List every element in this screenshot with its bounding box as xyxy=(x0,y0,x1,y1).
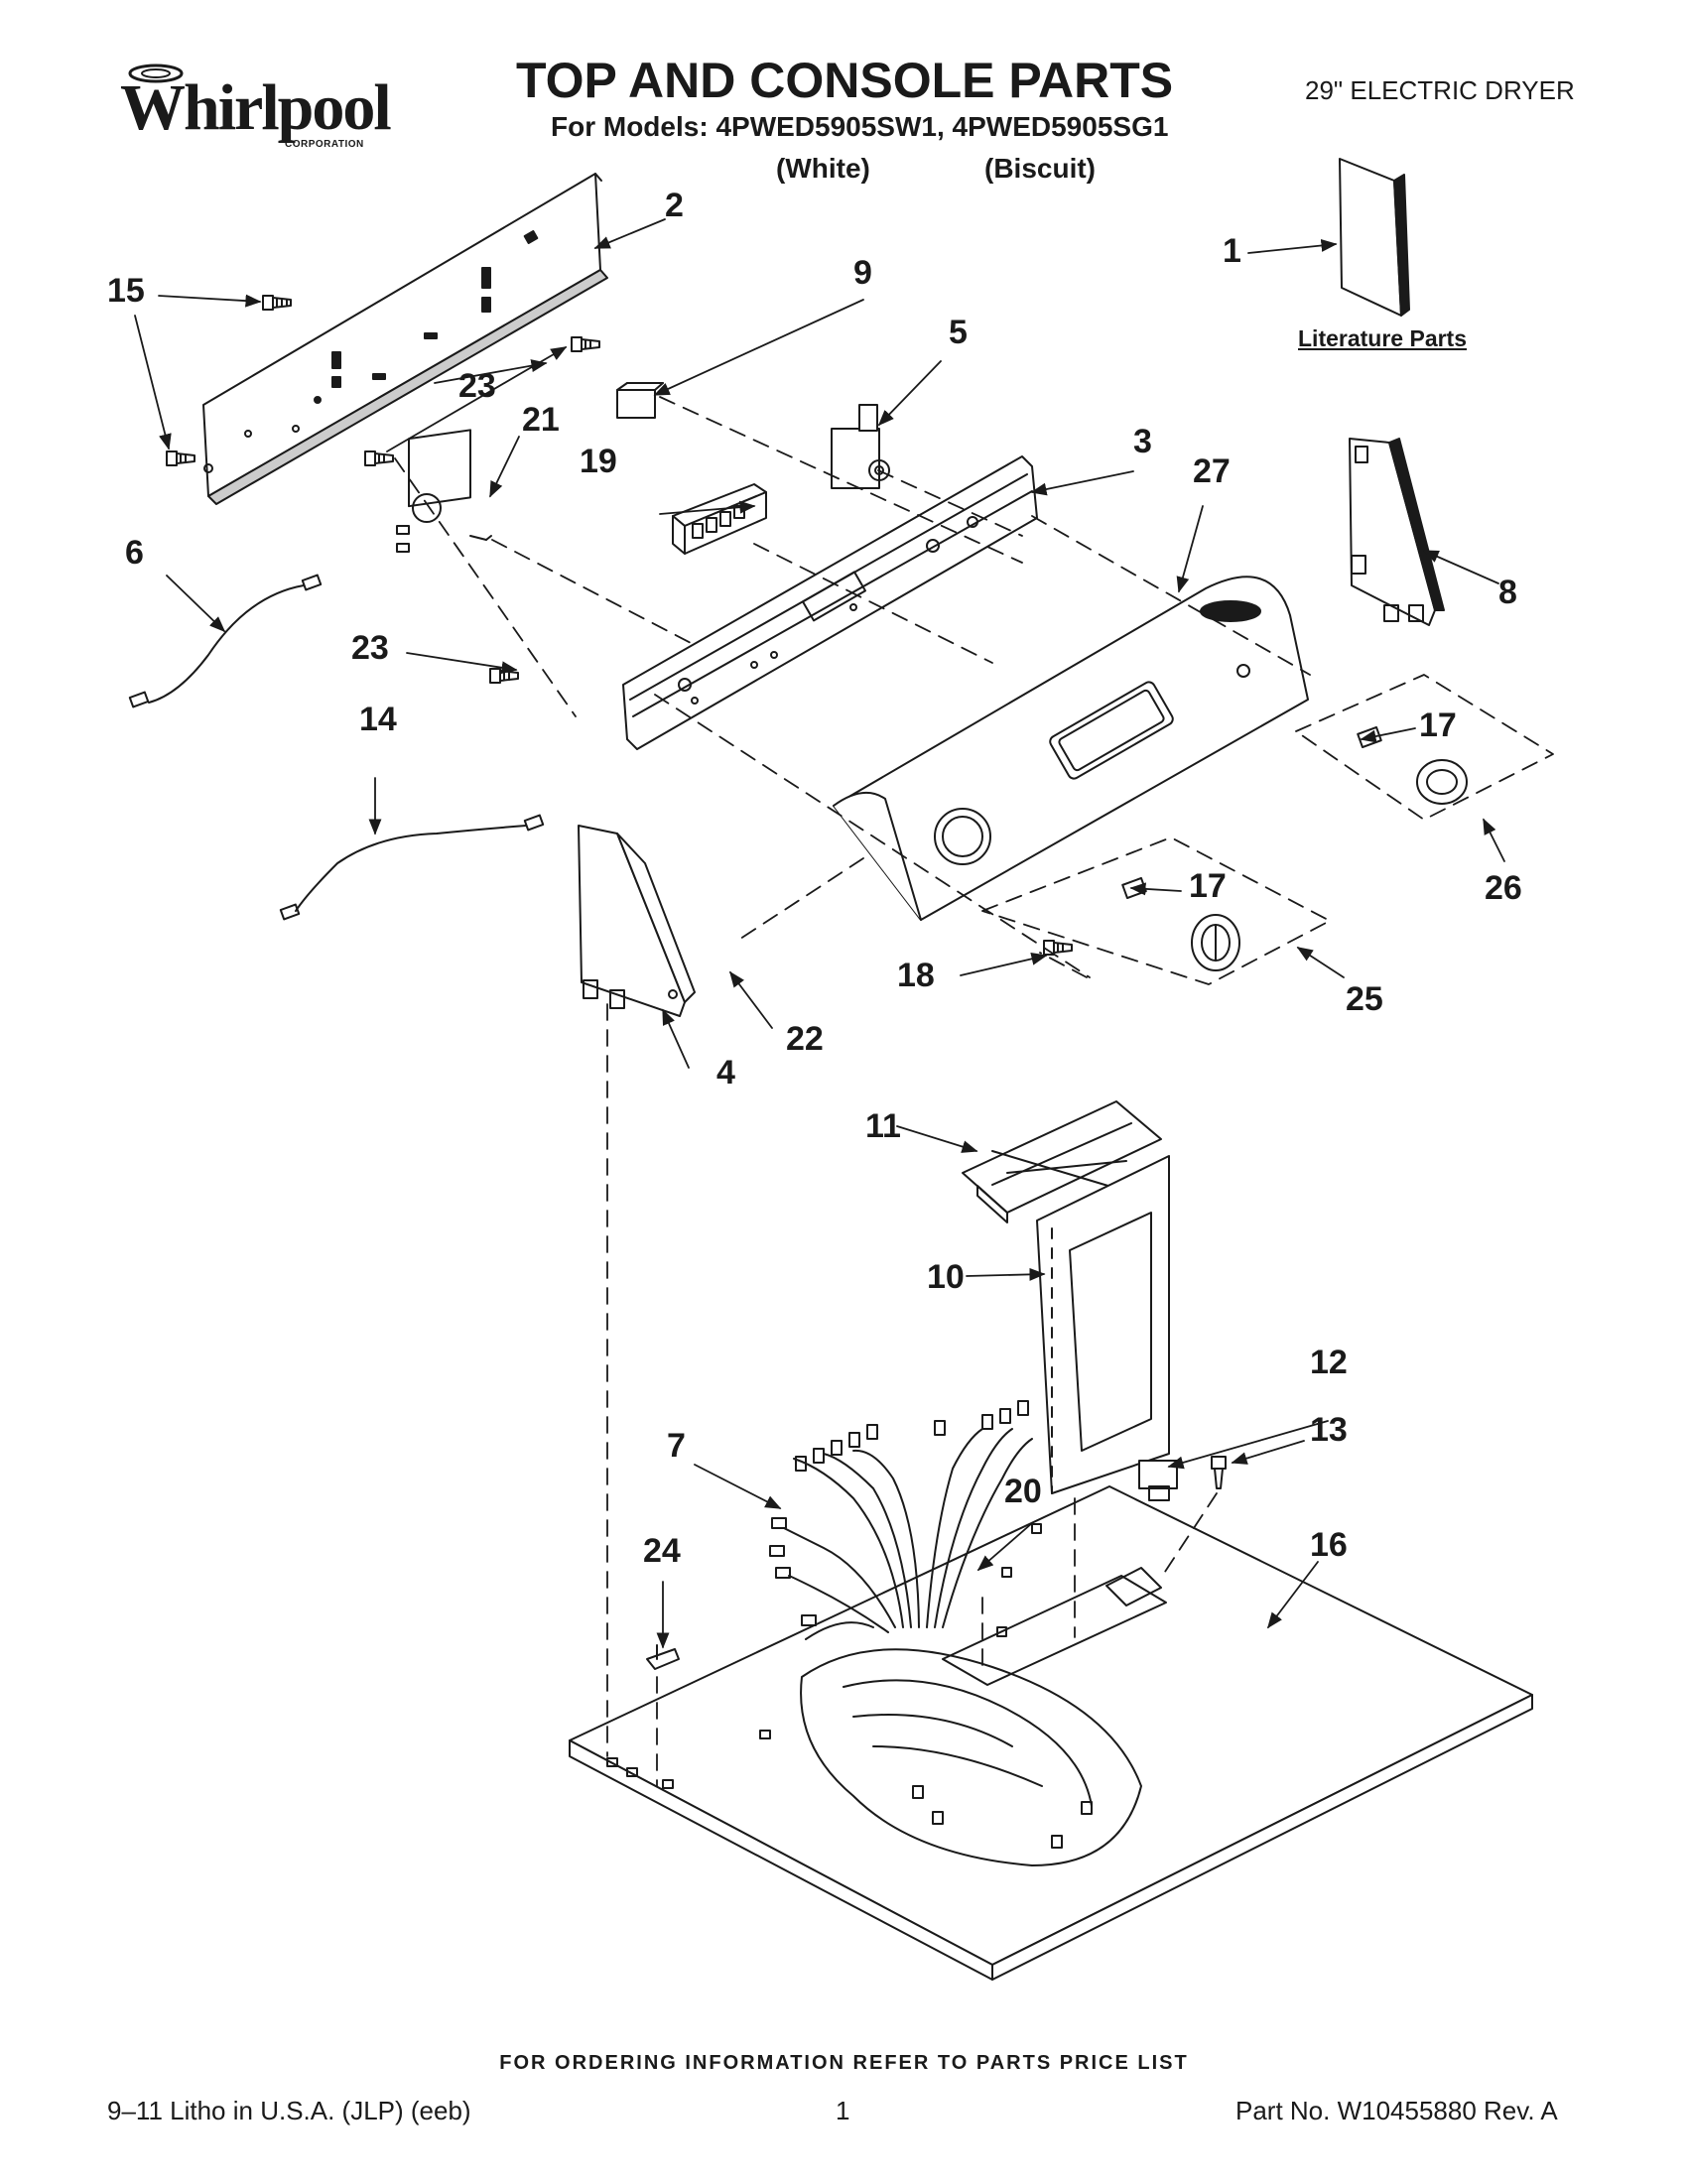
part-number: Part No. W10455880 Rev. A xyxy=(1235,2096,1558,2125)
switch-part xyxy=(616,382,664,419)
end-cap-right-part xyxy=(1349,438,1445,626)
lint-screen-part xyxy=(962,1100,1162,1223)
variant-biscuit: (Biscuit) xyxy=(984,153,1096,184)
callout-3: 3 xyxy=(1133,423,1152,460)
lint-housing-part xyxy=(1036,1155,1170,1494)
logo-swirl-icon xyxy=(128,64,184,83)
end-cap-left-part xyxy=(578,825,696,1017)
callout-13: 13 xyxy=(1310,1411,1348,1449)
product-type: 29" ELECTRIC DRYER xyxy=(1305,75,1575,105)
callout-23-upper: 23 xyxy=(458,367,496,405)
callout-4: 4 xyxy=(716,1054,735,1092)
callout-23-lower: 23 xyxy=(351,629,389,667)
callout-2: 2 xyxy=(665,187,684,224)
litho-line: 9–11 Litho in U.S.A. (JLP) (eeb) xyxy=(107,2096,471,2125)
callout-17-upper: 17 xyxy=(1419,707,1457,744)
buzzer-part xyxy=(831,404,890,489)
front-bracket-part xyxy=(622,455,1038,750)
variant-white: (White) xyxy=(776,153,870,184)
wire-14-part xyxy=(279,814,545,921)
callout-27: 27 xyxy=(1193,452,1231,490)
ordering-note: FOR ORDERING INFORMATION REFER TO PARTS … xyxy=(499,2052,1189,2074)
callout-15: 15 xyxy=(107,272,145,310)
callout-6: 6 xyxy=(125,534,144,572)
page-number: 1 xyxy=(836,2096,850,2125)
callout-17-lower: 17 xyxy=(1189,867,1227,905)
callout-19: 19 xyxy=(580,443,617,480)
assembly-guide-lines xyxy=(394,396,1554,1787)
screw-13-part xyxy=(1211,1456,1227,1489)
callout-26: 26 xyxy=(1485,869,1522,907)
wire-harness-part xyxy=(769,1400,1033,1640)
callout-21: 21 xyxy=(522,401,560,439)
top-panel-part xyxy=(569,1485,1533,1981)
timer-part xyxy=(396,429,492,553)
page-title: TOP AND CONSOLE PARTS xyxy=(516,53,1174,108)
console-part xyxy=(833,576,1309,921)
wire-6-part xyxy=(128,574,323,708)
callout-18: 18 xyxy=(897,957,935,994)
model-list: For Models: 4PWED5905SW1, 4PWED5905SG1 xyxy=(551,111,1169,142)
callout-20: 20 xyxy=(1004,1473,1042,1510)
cycle-knob-part xyxy=(1357,726,1468,805)
electronic-control-part xyxy=(672,483,767,555)
callout-5: 5 xyxy=(949,314,968,351)
callout-1: 1 xyxy=(1223,232,1241,270)
callout-leaders xyxy=(134,218,1505,1649)
literature-booklet-part xyxy=(1339,158,1410,317)
whirlpool-logo: Whirlpool CORPORATION xyxy=(114,62,392,161)
callout-14: 14 xyxy=(359,701,397,738)
callout-10: 10 xyxy=(927,1258,965,1296)
callout-16: 16 xyxy=(1310,1526,1348,1564)
callout-22: 22 xyxy=(786,1020,824,1058)
literature-parts-label: Literature Parts xyxy=(1298,325,1468,351)
callout-11: 11 xyxy=(865,1107,901,1145)
control-bracket-part xyxy=(202,173,608,505)
thermistor-part xyxy=(1138,1460,1178,1501)
callout-12: 12 xyxy=(1310,1344,1348,1381)
clip-24-part xyxy=(646,1644,680,1670)
callout-24: 24 xyxy=(643,1532,681,1570)
callout-25: 25 xyxy=(1346,980,1383,1018)
brand-name: Whirlpool xyxy=(120,71,392,144)
callout-7: 7 xyxy=(667,1427,686,1465)
callout-9: 9 xyxy=(853,254,872,292)
brand-corporation: CORPORATION xyxy=(285,139,364,150)
callout-8: 8 xyxy=(1498,574,1517,611)
